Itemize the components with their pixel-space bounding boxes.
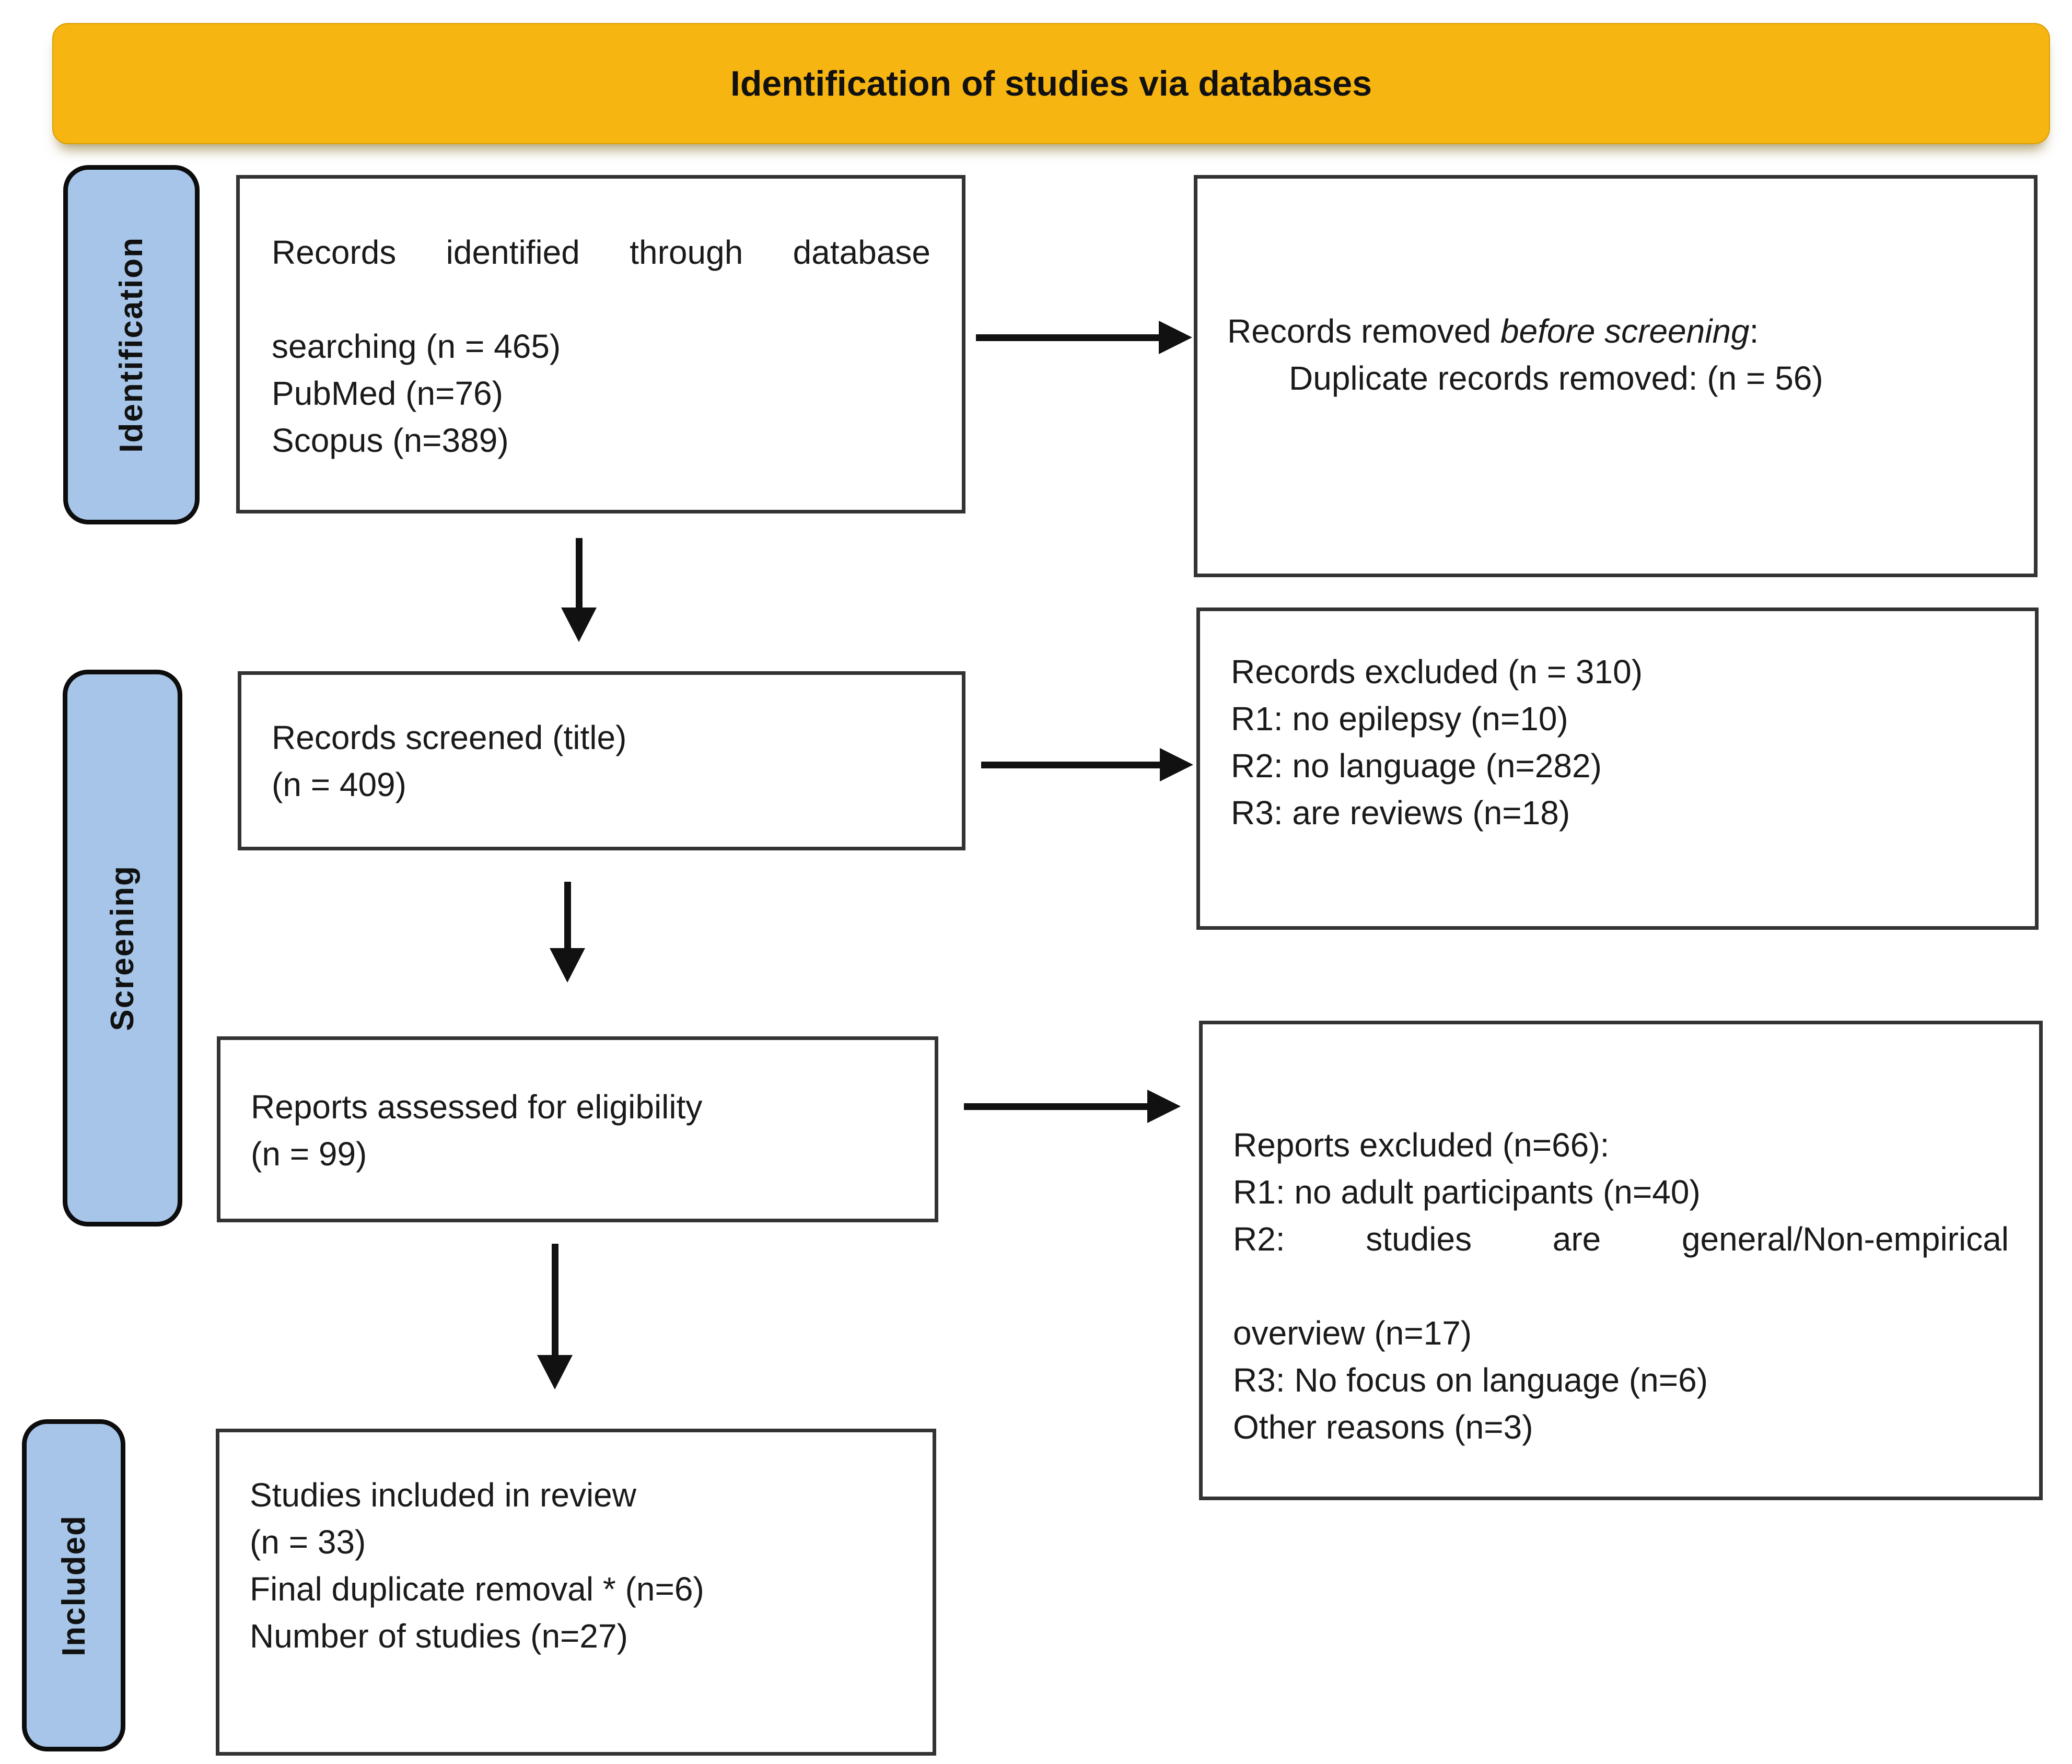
box-studies-included: Studies included in review (n = 33) Fina… <box>216 1429 936 1756</box>
records-identified-line-2: searching (n = 465) <box>272 328 561 365</box>
banner-title: Identification of studies via databases <box>730 64 1372 103</box>
reports-assessed-line-1: Reports assessed for eligibility <box>251 1088 703 1126</box>
records-removed-line-1: Records removed before screening: <box>1227 308 2003 355</box>
stage-label-identification-text: Identification <box>113 237 149 453</box>
box-records-removed: Records removed before screening: Duplic… <box>1194 175 2038 577</box>
studies-included-line-3: Final duplicate removal * (n=6) <box>250 1570 704 1608</box>
reports-excluded-line-6: Other reasons (n=3) <box>1233 1408 1533 1446</box>
box-reports-assessed: Reports assessed for eligibility (n = 99… <box>217 1036 938 1222</box>
arrow-stem <box>964 1103 1149 1110</box>
reports-excluded-line-4: overview (n=17) <box>1233 1314 1472 1352</box>
reports-assessed-line-2: (n = 99) <box>251 1135 367 1173</box>
records-screened-line-2: (n = 409) <box>272 766 406 803</box>
arrow-identified-to-removed <box>976 321 1192 354</box>
records-excluded-line-2: R1: no epilepsy (n=10) <box>1231 700 1568 738</box>
box-records-excluded: Records excluded (n = 310) R1: no epilep… <box>1196 608 2039 930</box>
arrow-down-icon <box>561 608 597 642</box>
arrow-right-icon <box>1147 1090 1181 1123</box>
arrow-down-icon <box>550 948 585 983</box>
arrow-right-icon <box>1159 321 1192 354</box>
arrow-down-icon <box>537 1355 573 1389</box>
records-removed-line-2: Duplicate records removed: (n = 56) <box>1289 359 1823 397</box>
arrow-stem <box>552 1244 558 1357</box>
arrow-right-icon <box>1160 748 1193 781</box>
records-excluded-line-3: R2: no language (n=282) <box>1231 747 1602 785</box>
studies-included-line-2: (n = 33) <box>250 1523 366 1561</box>
records-identified-line-4: Scopus (n=389) <box>272 422 509 459</box>
records-identified-line-1: Records identified through database <box>272 233 930 271</box>
stage-label-identification: Identification <box>63 165 200 524</box>
box-records-screened: Records screened (title) (n = 409) <box>238 671 965 850</box>
arrow-stem <box>981 762 1162 768</box>
box-reports-excluded: Reports excluded (n=66): R1: no adult pa… <box>1199 1021 2043 1500</box>
records-screened-line-1: Records screened (title) <box>272 719 627 756</box>
records-excluded-line-4: R3: are reviews (n=18) <box>1231 794 1570 832</box>
arrow-identified-to-screened <box>561 538 597 642</box>
studies-included-line-4: Number of studies (n=27) <box>250 1617 628 1655</box>
reports-excluded-line-1: Reports excluded (n=66): <box>1233 1126 1610 1164</box>
banner: Identification of studies via databases <box>52 23 2050 144</box>
box-records-identified: Records identified through database sear… <box>236 175 965 513</box>
arrow-stem <box>576 538 583 610</box>
stage-label-screening: Screening <box>63 670 182 1226</box>
records-excluded-line-1: Records excluded (n = 310) <box>1231 653 1643 691</box>
arrow-stem <box>564 882 571 950</box>
arrow-assessed-to-reports-excluded <box>964 1090 1181 1123</box>
reports-excluded-line-5: R3: No focus on language (n=6) <box>1233 1361 1708 1399</box>
records-removed-line-1-normal: Records removed <box>1227 312 1500 350</box>
arrow-screened-to-assessed <box>550 882 585 983</box>
records-removed-line-1-italic: before screening <box>1500 312 1750 350</box>
reports-excluded-line-3: R2: studies are general/Non-empirical <box>1233 1220 2009 1258</box>
reports-excluded-line-2: R1: no adult participants (n=40) <box>1233 1173 1701 1211</box>
arrow-assessed-to-included <box>537 1244 573 1389</box>
stage-label-included: Included <box>22 1419 125 1751</box>
records-identified-line-3: PubMed (n=76) <box>272 375 503 412</box>
studies-included-line-1: Studies included in review <box>250 1476 636 1514</box>
arrow-stem <box>976 334 1161 341</box>
stage-label-screening-text: Screening <box>104 865 141 1031</box>
arrow-screened-to-records-excluded <box>981 748 1193 781</box>
records-removed-line-1-end: : <box>1749 312 1759 350</box>
stage-label-included-text: Included <box>55 1514 92 1656</box>
